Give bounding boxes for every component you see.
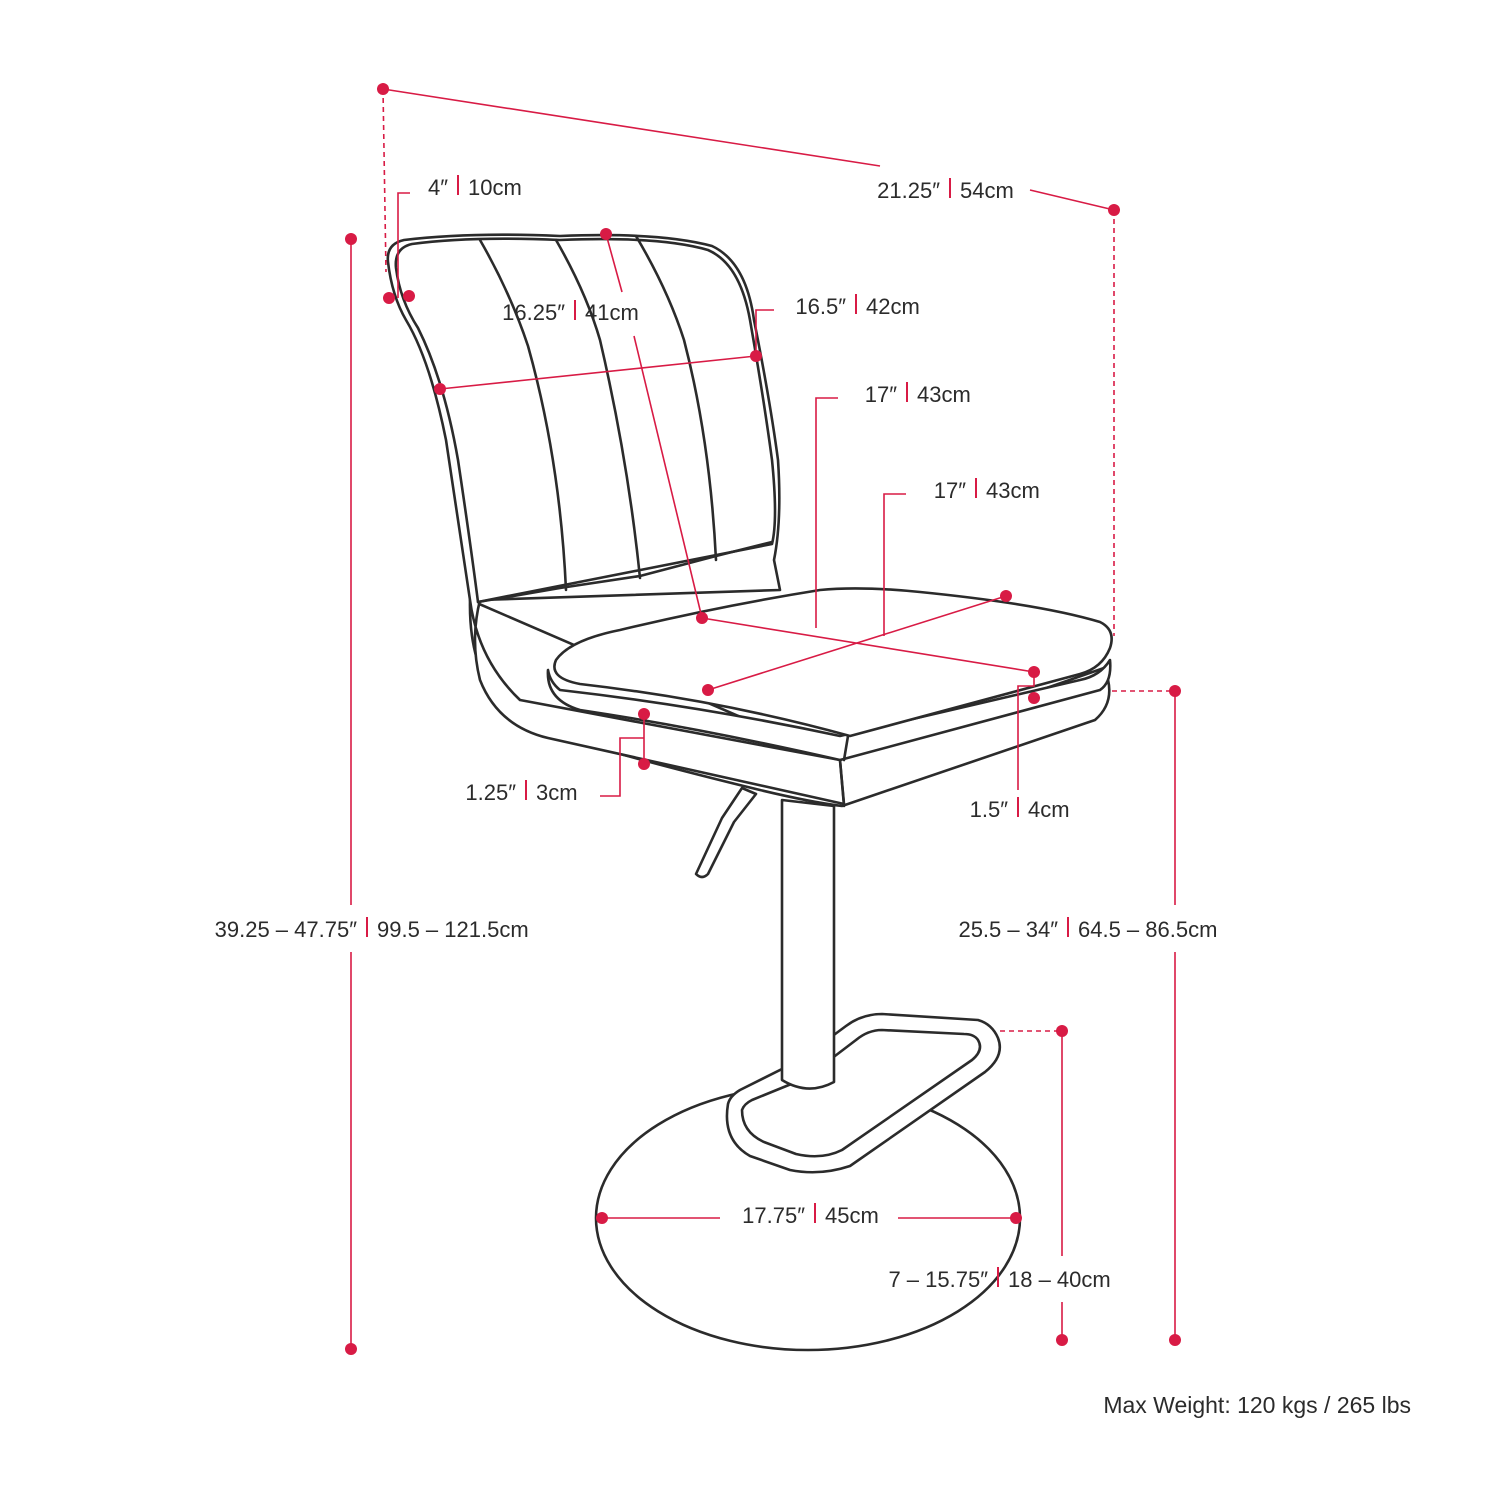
seat-side-edge bbox=[838, 758, 846, 808]
back-thickness-metric: 10cm bbox=[468, 175, 522, 200]
seat-height-metric: 64.5 – 86.5cm bbox=[1078, 917, 1217, 942]
edge-thickness-dot-top bbox=[638, 708, 650, 720]
backrest-channel-2 bbox=[554, 238, 642, 580]
back-thickness-divider bbox=[457, 175, 459, 195]
cushion-thickness-divider bbox=[1017, 797, 1019, 817]
footrest-height-imperial: 7 – 15.75″ bbox=[888, 1267, 988, 1292]
back-width-dot-left bbox=[434, 383, 446, 395]
seat-width-leader-1 bbox=[815, 397, 838, 628]
cushion-thickness-metric: 4cm bbox=[1028, 797, 1070, 822]
back-width-divider bbox=[855, 294, 857, 314]
footrest-height-metric: 18 – 40cm bbox=[1008, 1267, 1111, 1292]
footrest-height-dot-bottom bbox=[1056, 1334, 1068, 1346]
overall-depth-metric: 54cm bbox=[960, 178, 1014, 203]
seat-front-edge bbox=[842, 734, 850, 762]
overall-height-dot-top bbox=[345, 233, 357, 245]
back-height-dot-top bbox=[600, 228, 612, 240]
seat-width-divider bbox=[906, 382, 908, 402]
seat-depth-line bbox=[701, 617, 1035, 673]
back-thickness-dot-b bbox=[403, 290, 415, 302]
edge-thickness-metric: 3cm bbox=[536, 780, 578, 805]
back-width-metric: 42cm bbox=[866, 294, 920, 319]
gas-column bbox=[780, 798, 836, 1090]
base-diameter-divider bbox=[814, 1203, 816, 1223]
backrest-panel bbox=[394, 237, 777, 604]
base-diameter-imperial: 17.75″ bbox=[742, 1203, 805, 1228]
dimension-labels: 21.25″ 54cm 4″ 10cm 16.25″ 41cm 16.5″ 42… bbox=[215, 175, 1411, 1418]
back-height-divider bbox=[574, 300, 576, 320]
seat-height-dot-bottom bbox=[1169, 1334, 1181, 1346]
seat-width-line bbox=[707, 595, 1007, 691]
backrest-seam bbox=[476, 540, 774, 604]
overall-depth-line-right bbox=[1029, 189, 1115, 211]
seat-height-dot-top bbox=[1169, 685, 1181, 697]
back-thickness-dot-a bbox=[383, 292, 395, 304]
overall-height-dot-bottom bbox=[345, 1343, 357, 1355]
overall-depth-dot-left bbox=[377, 83, 389, 95]
base-diameter-metric: 45cm bbox=[825, 1203, 879, 1228]
seat-cushion-top bbox=[553, 587, 1113, 738]
overall-depth-ext-left bbox=[382, 88, 387, 273]
seat-depth-imperial: 17″ bbox=[934, 478, 966, 503]
cushion-thickness-dot bbox=[1028, 692, 1040, 704]
back-height-metric: 41cm bbox=[585, 300, 639, 325]
footrest-height-divider bbox=[997, 1267, 999, 1287]
cushion-thickness-leader bbox=[1017, 672, 1035, 790]
seat-height-imperial: 25.5 – 34″ bbox=[958, 917, 1058, 942]
backrest-channel-3 bbox=[634, 234, 718, 562]
seat-depth-divider bbox=[975, 478, 977, 498]
bar-stool-drawing bbox=[386, 233, 1113, 1352]
back-height-imperial: 16.25″ bbox=[502, 300, 565, 325]
seat-cushion-lower bbox=[546, 658, 1112, 762]
footrest-height-dot-top bbox=[1056, 1025, 1068, 1037]
seat-width-leader-2 bbox=[883, 493, 906, 636]
back-width-leader bbox=[755, 309, 774, 356]
overall-depth-divider bbox=[949, 178, 951, 198]
edge-thickness-imperial: 1.25″ bbox=[465, 780, 516, 805]
back-width-dot-right bbox=[750, 350, 762, 362]
overall-height-divider bbox=[366, 917, 368, 937]
overall-height-imperial: 39.25 – 47.75″ bbox=[215, 917, 358, 942]
cushion-thickness-imperial: 1.5″ bbox=[970, 797, 1009, 822]
overall-depth-imperial: 21.25″ bbox=[877, 178, 940, 203]
edge-thickness-leader bbox=[600, 737, 644, 797]
edge-thickness-dot-bottom bbox=[638, 758, 650, 770]
back-width-imperial: 16.5″ bbox=[795, 294, 846, 319]
base-diameter-dot-left bbox=[596, 1212, 608, 1224]
seat-width-imperial: 17″ bbox=[865, 382, 897, 407]
back-height-line-top bbox=[605, 233, 623, 293]
max-weight-note: Max Weight: 120 kgs / 265 lbs bbox=[1103, 1392, 1411, 1418]
seat-width-dot-left bbox=[702, 684, 714, 696]
dimension-lines bbox=[345, 83, 1181, 1355]
overall-depth-line-left bbox=[382, 88, 881, 167]
overall-height-metric: 99.5 – 121.5cm bbox=[377, 917, 529, 942]
backrest-channel-1 bbox=[478, 238, 568, 592]
back-width-line bbox=[439, 355, 757, 390]
seat-width-dot-right bbox=[1000, 590, 1012, 602]
overall-depth-dot-right bbox=[1108, 204, 1120, 216]
back-height-line-bottom bbox=[633, 335, 703, 619]
seat-height-divider bbox=[1067, 917, 1069, 937]
seat-depth-metric: 43cm bbox=[986, 478, 1040, 503]
height-lever bbox=[694, 786, 758, 879]
base-diameter-dot-right bbox=[1010, 1212, 1022, 1224]
edge-thickness-divider bbox=[525, 780, 527, 800]
back-thickness-imperial: 4″ bbox=[428, 175, 448, 200]
back-thickness-leader bbox=[397, 192, 410, 298]
seat-width-metric: 43cm bbox=[917, 382, 971, 407]
